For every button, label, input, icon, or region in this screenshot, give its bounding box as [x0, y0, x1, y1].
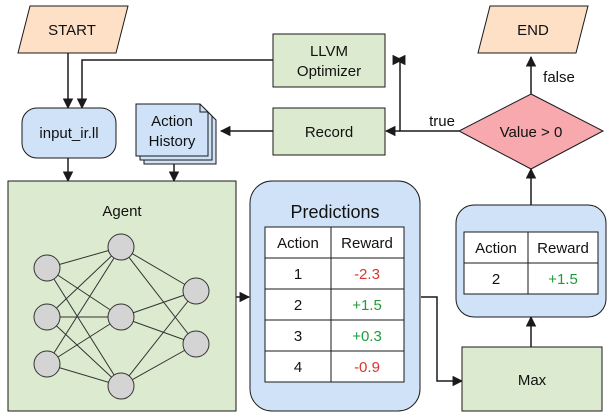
history-label-line1: Action: [151, 113, 193, 130]
neuron: [182, 277, 210, 305]
llvm-optimizer-shape: [272, 33, 386, 88]
neural-network-icon: [33, 233, 210, 400]
neuron: [107, 303, 135, 331]
decision-label: Value > 0: [500, 124, 563, 141]
record-label: Record: [305, 124, 353, 141]
predictions-row-2-action: 2: [294, 297, 302, 314]
action-history-node: Action History: [135, 103, 217, 165]
max-shape: [461, 346, 603, 412]
edge-predictions-max: [421, 296, 464, 387]
record-shape: [272, 107, 386, 156]
end-label: END: [517, 22, 549, 39]
predictions-table: Action Reward 1 -2.3 2 +1.5 3 +0.3 4 -0.…: [264, 226, 405, 383]
neuron: [33, 254, 61, 282]
max-node: Max: [461, 346, 603, 412]
predictions-row-4-reward: -0.9: [354, 359, 380, 376]
predictions-header-action: Action: [277, 235, 319, 252]
neuron: [182, 330, 210, 358]
predictions-row-1-reward: -2.3: [354, 266, 380, 283]
predictions-node: Predictions Action Reward 1 -2.3 2 +1.5 …: [249, 180, 421, 412]
edges: [62, 53, 537, 387]
input-label: input_ir.ll: [39, 125, 98, 142]
decision-shape: [457, 93, 605, 170]
best-reward-value: +1.5: [548, 271, 578, 288]
best-header-reward: Reward: [537, 240, 589, 257]
neuron: [33, 350, 61, 378]
best-header-action: Action: [475, 240, 517, 257]
llvm-optimizer-node: LLVM Optimizer: [272, 33, 386, 88]
neuron: [33, 303, 61, 331]
false-label: false: [543, 69, 575, 86]
llvm-optimizer-label-line2: Optimizer: [297, 63, 361, 80]
predictions-title: Predictions: [290, 202, 379, 222]
neuron: [107, 372, 135, 400]
start-shape: [17, 5, 129, 54]
history-doc-front: [135, 103, 209, 157]
true-label: true: [429, 113, 455, 130]
history-label-line2: History: [149, 133, 196, 150]
start-node: START: [17, 5, 129, 54]
input-node: input_ir.ll: [21, 107, 117, 159]
best-action-node: Action Reward 2 +1.5: [455, 204, 607, 318]
predictions-row-4-action: 4: [294, 359, 302, 376]
history-doc-fold: [199, 104, 208, 113]
agent-label: Agent: [102, 203, 142, 220]
decision-node: Value > 0: [457, 93, 605, 170]
end-node: END: [477, 5, 589, 54]
best-action-value: 2: [492, 271, 500, 288]
predictions-row-3-action: 3: [294, 328, 302, 345]
max-label: Max: [518, 372, 547, 389]
start-label: START: [48, 22, 96, 39]
llvm-optimizer-label-line1: LLVM: [310, 43, 348, 60]
record-node: Record: [272, 107, 386, 156]
predictions-row-1-action: 1: [294, 266, 302, 283]
edge-optimizer-input: [76, 59, 273, 110]
neuron: [107, 233, 135, 261]
predictions-row-2-reward: +1.5: [352, 297, 382, 314]
end-shape: [477, 5, 589, 54]
input-shape: [21, 107, 117, 159]
agent-node: Agent: [7, 180, 237, 412]
predictions-row-3-reward: +0.3: [352, 328, 382, 345]
predictions-header-reward: Reward: [341, 235, 393, 252]
